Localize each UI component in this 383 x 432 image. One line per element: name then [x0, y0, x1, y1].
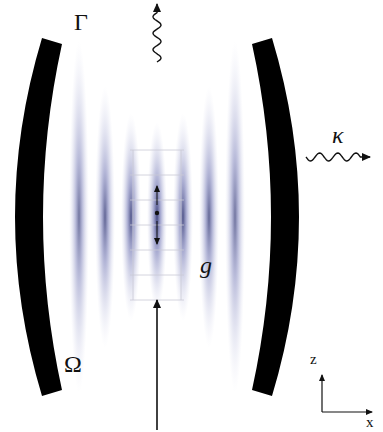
motion-arrow [157, 186, 158, 205]
lattice-line [130, 150, 184, 151]
pump-arrow [156, 300, 158, 430]
axis-x [322, 411, 372, 412]
symbol-label: Ω [64, 352, 82, 376]
motion-arrow [157, 221, 158, 244]
symbol-label: κ [332, 123, 344, 147]
lattice-line [130, 275, 184, 276]
lattice-line [130, 250, 184, 251]
axis-z [321, 375, 322, 412]
left-mirror [15, 38, 62, 396]
wave-lobe [69, 41, 89, 393]
optical-lattice [130, 150, 184, 300]
cavity-loss-arrow [306, 153, 370, 161]
wave-lobe [199, 86, 219, 348]
symbol-label: x [366, 415, 374, 430]
atom-dot [155, 211, 159, 215]
wave-lobe [121, 113, 141, 321]
symbol-label: g [200, 253, 212, 277]
wave-lobe [225, 41, 245, 393]
right-mirror [252, 38, 299, 396]
wave-lobe [173, 113, 193, 321]
symbol-label: Γ [74, 10, 88, 34]
wave-lobe [147, 122, 167, 312]
wave-lobe [95, 86, 115, 348]
symbol-label: z [310, 352, 317, 367]
emission-arrow [153, 4, 161, 62]
lattice-line [130, 175, 184, 176]
